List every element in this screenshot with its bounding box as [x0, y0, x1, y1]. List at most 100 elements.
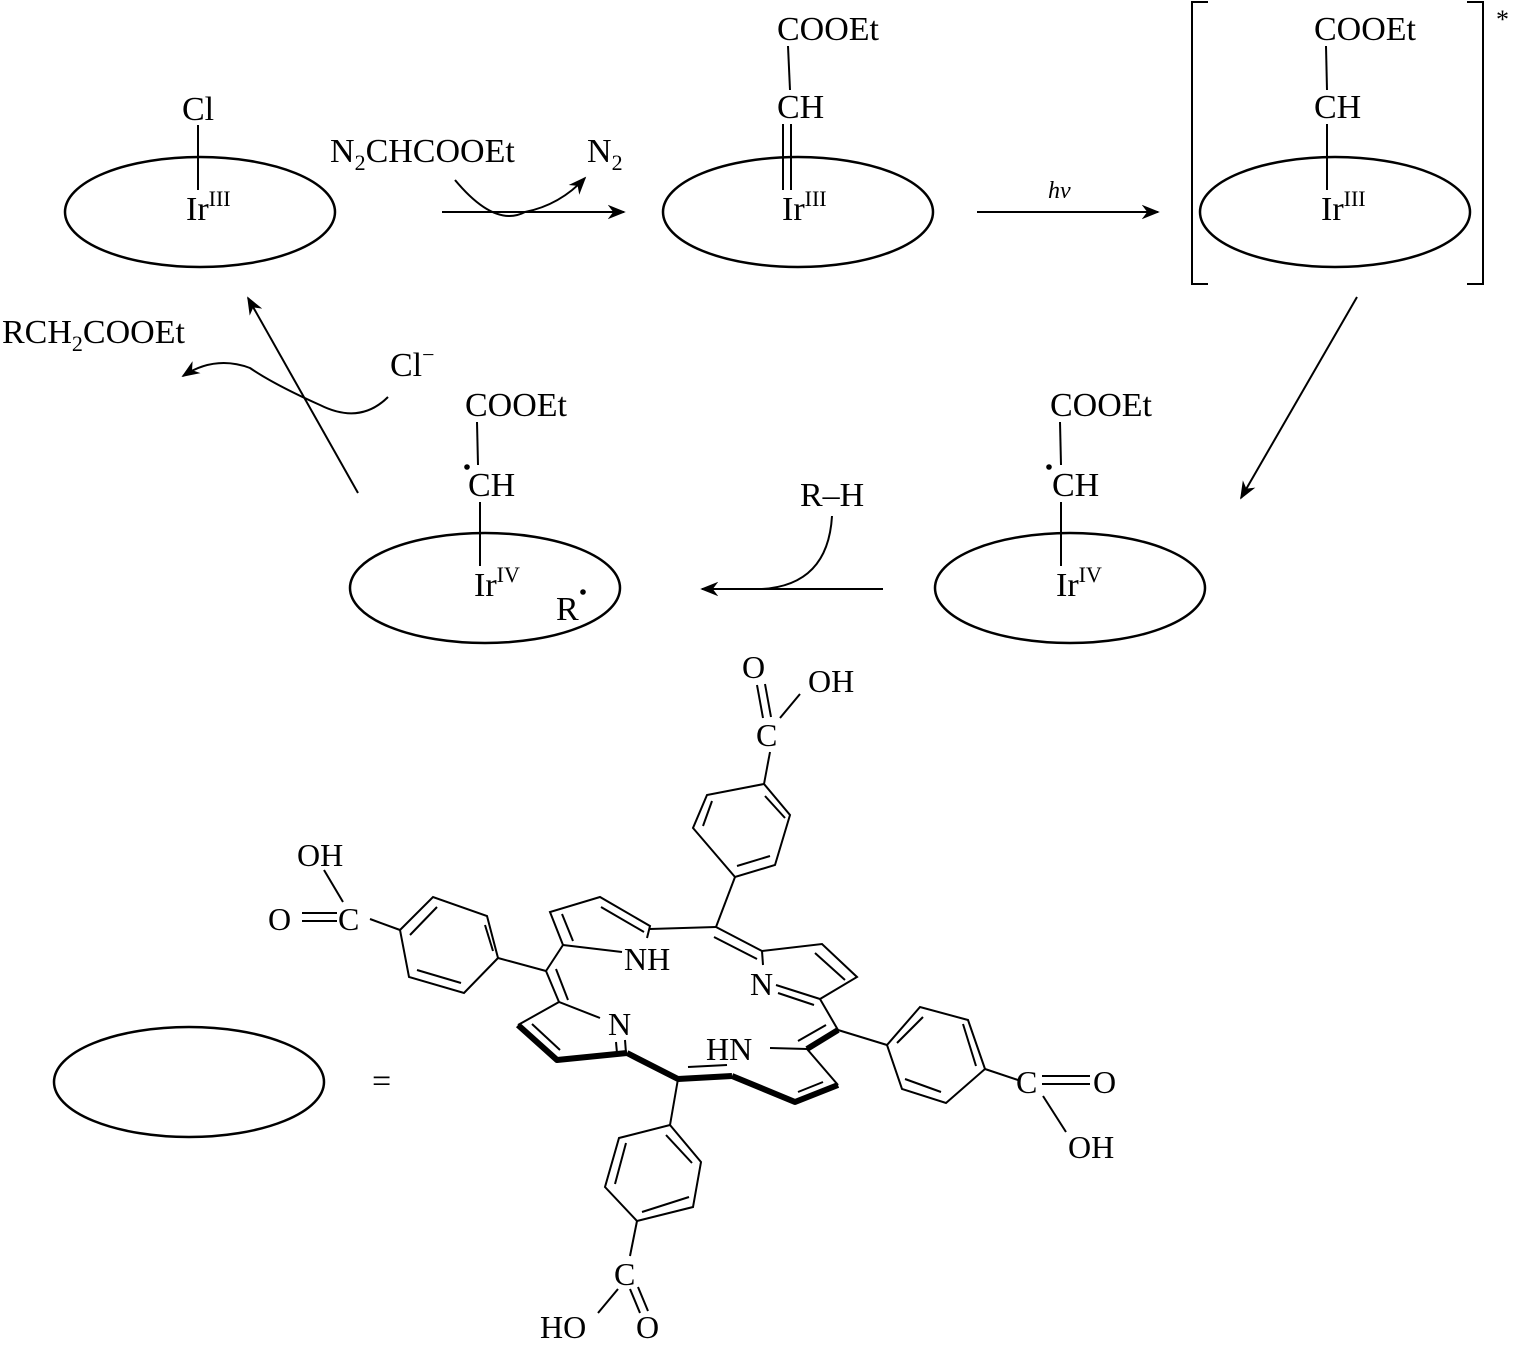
bond: [715, 926, 763, 952]
porphyrin-ellipse: [348, 531, 622, 645]
pyrrole-ring: [761, 942, 859, 1001]
bond: [805, 1027, 840, 1052]
hydroxyl-group: OH: [1068, 1129, 1114, 1165]
bond: [624, 1039, 627, 1054]
c-oh-bond: [1042, 1095, 1067, 1133]
bond: [545, 970, 560, 1003]
complex-ir-iv-radical: COOEt CH IrIV: [933, 387, 1207, 645]
oxygen-atom: O: [1093, 1064, 1116, 1100]
ester-group: COOEt: [1050, 387, 1153, 424]
c-o-double-bond: [764, 683, 772, 718]
bold-bond: [515, 1022, 628, 1063]
right-bracket: [1467, 1, 1484, 285]
c-c-bond: [787, 45, 791, 91]
bond: [984, 1068, 1019, 1081]
carbene-ch: CH: [1314, 89, 1361, 126]
arrow-hydrogen-abstraction: R–H: [700, 477, 883, 597]
c-o-double-bond: [637, 1286, 649, 1312]
nitrogen-byproduct: N2: [587, 133, 623, 175]
benzene-ring: [691, 782, 792, 879]
arrow-electron-transfer: [1240, 296, 1358, 500]
n-atom: N: [750, 966, 773, 1002]
curved-arrow: [181, 361, 389, 415]
oxygen-atom: O: [636, 1309, 659, 1345]
ester-group: COOEt: [1314, 11, 1417, 48]
oxygen-atom: O: [268, 901, 291, 937]
double-bond: [797, 1081, 824, 1093]
bond: [545, 944, 564, 972]
bond: [761, 950, 764, 966]
c-c-bond: [1325, 45, 1328, 91]
double-bond: [962, 1023, 977, 1067]
double-bond: [641, 1196, 690, 1213]
porphyrin-legend: =: [52, 649, 1116, 1345]
left-bracket: [1191, 1, 1208, 285]
complex-radical-pair: COOEt CH IrIV R: [348, 387, 622, 645]
chloride-ligand: Cl: [182, 91, 214, 128]
bond: [497, 957, 547, 972]
double-bond: [814, 952, 846, 981]
double-bond: [615, 1041, 618, 1054]
hydroxyl-group: OH: [808, 663, 854, 699]
hn-atom: HN: [706, 1031, 752, 1067]
double-bond: [561, 913, 574, 942]
c-c-bond: [476, 421, 479, 466]
c-oh-bond: [323, 869, 344, 903]
iridium-label: IrIV: [1056, 562, 1102, 604]
double-bond: [764, 795, 786, 819]
double-bond: [777, 992, 815, 1006]
bond: [669, 1078, 679, 1126]
curved-arrow: [761, 515, 833, 590]
double-bond: [904, 1078, 942, 1093]
c-oh-bond: [779, 693, 801, 719]
porphyrin-ellipse: [933, 531, 1207, 645]
c-o-double-bond: [629, 1288, 641, 1314]
c-c-bond: [1059, 421, 1062, 466]
bond: [837, 1029, 888, 1046]
iridium-label: IrIII: [782, 186, 827, 228]
bond: [649, 926, 717, 930]
nh-atom: NH: [624, 941, 670, 977]
diazo-reagent: N2CHCOOEt: [330, 133, 515, 175]
ester-group: COOEt: [777, 11, 880, 48]
double-bond: [614, 1142, 627, 1185]
hydroxyl-group: HO: [540, 1309, 586, 1345]
equals-sign: =: [372, 1063, 391, 1100]
pyrrole-ring: [548, 895, 652, 946]
reaction-arrow: [247, 296, 359, 494]
carbon-atom: C: [756, 717, 777, 753]
iridium-label: IrIV: [474, 562, 520, 604]
radical-ch: CH: [468, 467, 515, 504]
bond: [369, 918, 401, 931]
excited-state-mark: *: [1496, 5, 1509, 34]
double-bond: [665, 1134, 693, 1164]
radical-dot: [464, 464, 470, 470]
double-bond: [416, 969, 462, 984]
double-bond: [896, 1016, 924, 1044]
bond: [819, 998, 839, 1031]
double-bond: [797, 1024, 827, 1042]
double-bond: [736, 855, 771, 867]
double-bond: [484, 924, 494, 952]
bond: [763, 751, 771, 785]
hydroxyl-group: OH: [297, 837, 343, 873]
benzene-ring: [603, 1123, 703, 1223]
n-atom: N: [608, 1006, 631, 1042]
bond: [806, 1048, 839, 1086]
double-bond: [713, 936, 758, 960]
complex-ir-carbene: COOEt CH IrIII: [661, 11, 935, 269]
light-label: hν: [1048, 178, 1071, 204]
bond: [715, 876, 736, 928]
oxygen-atom: O: [742, 649, 765, 685]
complex-ir-chloride: Cl IrIII: [63, 91, 337, 269]
radical-dot: [580, 589, 586, 595]
porphyrin-structure: NH N N HN C O OH C: [268, 649, 1116, 1345]
double-bond: [687, 1064, 728, 1068]
bond: [769, 1047, 808, 1050]
radical-dot: [1046, 464, 1052, 470]
curved-arrow: [454, 176, 587, 217]
product-label: RCH2COOEt: [2, 314, 185, 356]
bond: [562, 944, 623, 953]
complex-excited-state: * COOEt CH IrIII: [1191, 1, 1509, 285]
